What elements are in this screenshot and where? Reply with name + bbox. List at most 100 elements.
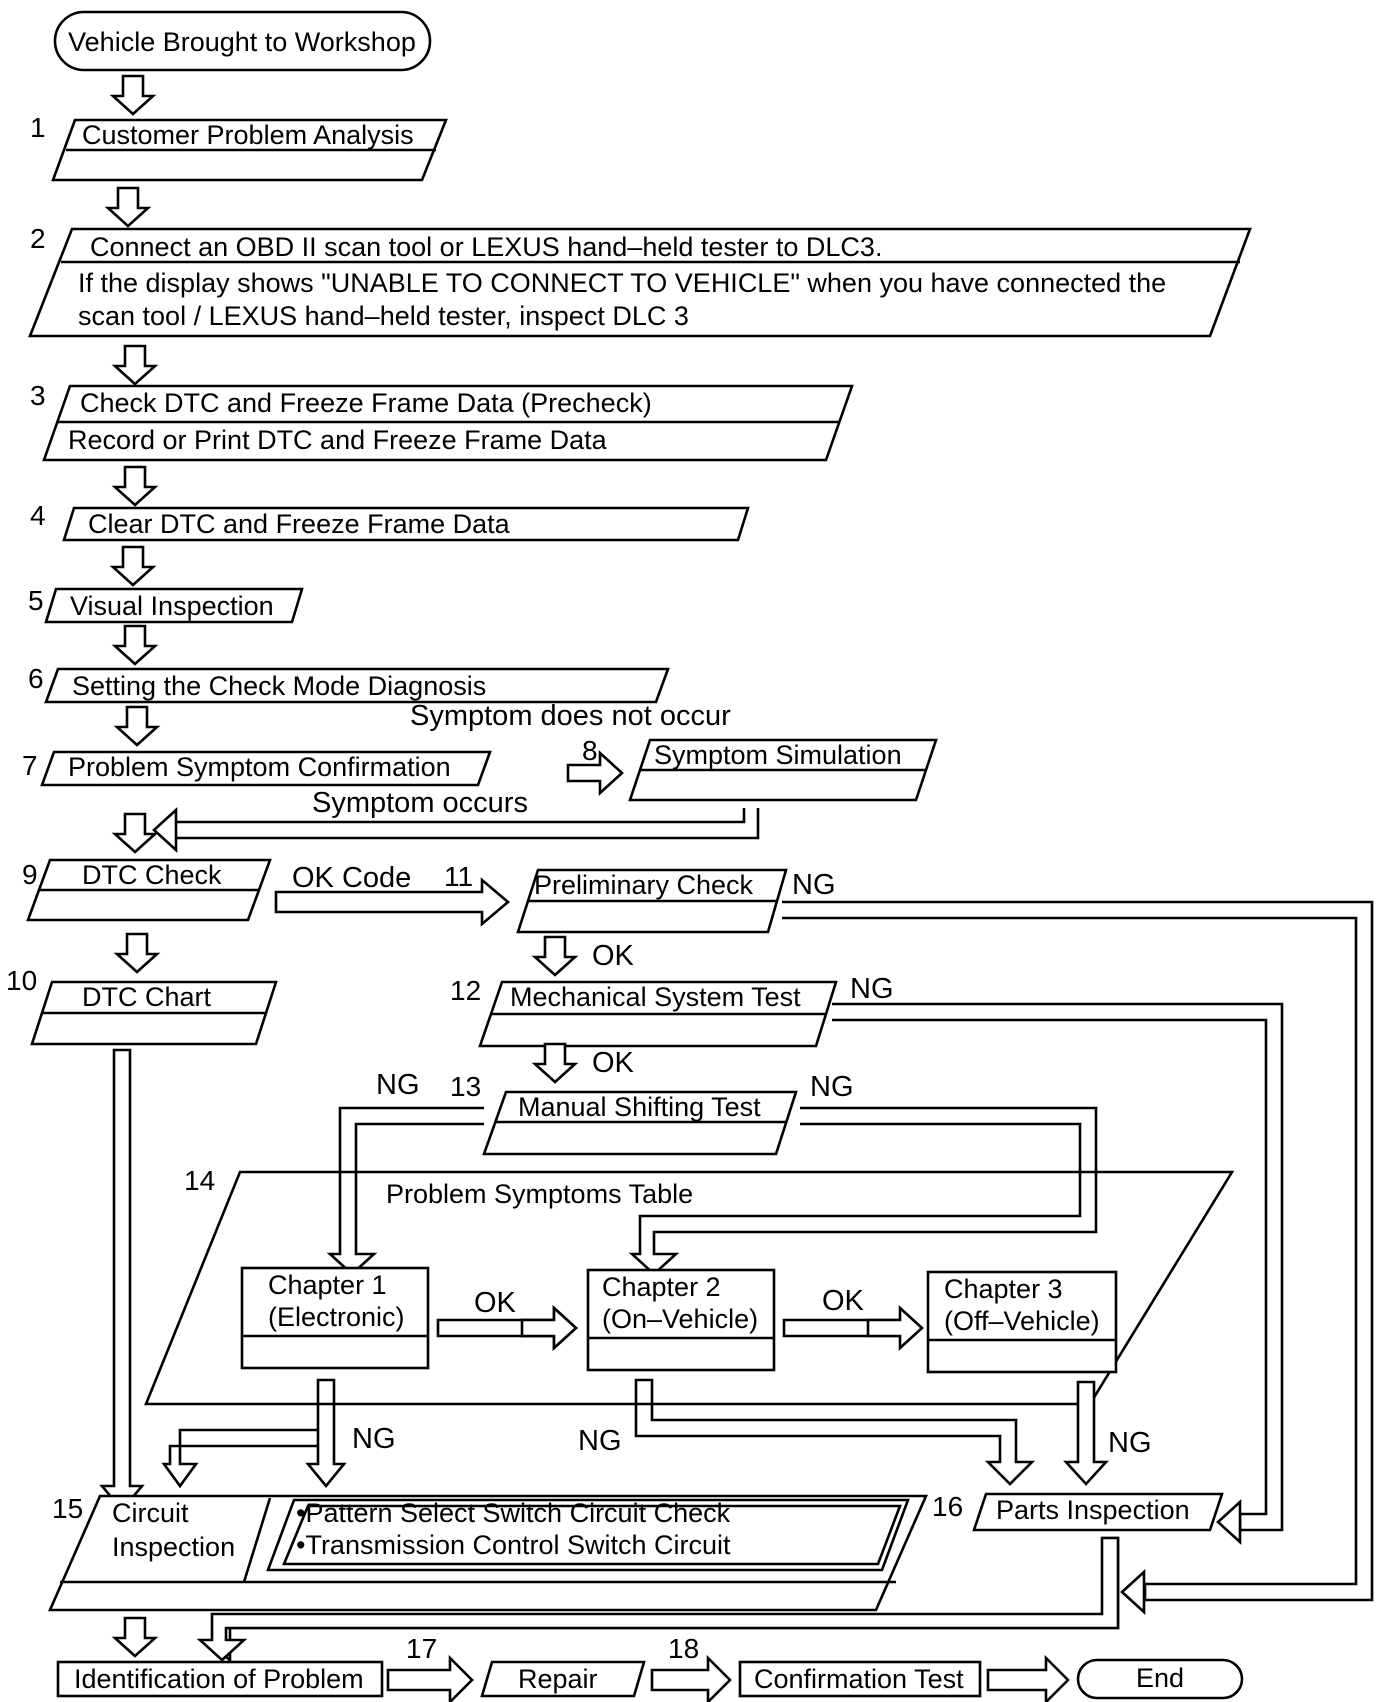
step-17-number: 17 [406,1633,437,1664]
step-11-label: Preliminary Check [534,870,754,900]
arrow-15-identification [113,1616,157,1658]
arrow-7-9 [113,812,157,854]
step-4-clear-dtc: 4 Clear DTC and Freeze Frame Data [30,500,750,542]
step-2-connect-tester: 2 Connect an OBD II scan tool or LEXUS h… [28,223,1252,338]
step-7-problem-symptom-confirmation: 7 Problem Symptom Confirmation [22,750,492,787]
arrow-repair-confirmation [650,1654,732,1702]
arrow-8-return-head [152,808,178,852]
step-1-label: Customer Problem Analysis [82,120,414,150]
step-3-check-dtc: 3 Check DTC and Freeze Frame Data (Prech… [30,380,854,462]
arrow-16-identification [196,1536,1120,1662]
chapter-1-electronic: Chapter 1 (Electronic) [240,1266,430,1370]
step-15-item1: •Pattern Select Switch Circuit Check [296,1498,731,1528]
ch1-ok-label: OK [474,1287,517,1319]
arrow-ch2-ch3 [866,1306,924,1350]
identification-of-problem: Identification of Problem [56,1660,384,1698]
step-10-number: 10 [6,965,37,996]
step-12-label: Mechanical System Test [510,982,801,1012]
arrow-3-4 [113,465,157,507]
step-12-ng-label: NG [850,973,894,1005]
end-label: End [1136,1663,1184,1693]
step-5-label: Visual Inspection [70,591,274,621]
step-6-check-mode: 6 Setting the Check Mode Diagnosis [28,663,670,704]
end-terminal: End [1076,1658,1244,1700]
chapter-3-line2: (Off–Vehicle) [944,1306,1100,1336]
step-2-number: 2 [30,223,46,254]
step-9-dtc-check: 9 DTC Check [22,858,272,922]
chapter-1-line1: Chapter 1 [268,1270,387,1300]
step-2-line1: Connect an OBD II scan tool or LEXUS han… [90,232,882,262]
chapter-2-on-vehicle: Chapter 2 (On–Vehicle) [586,1268,776,1372]
step-12-ok-label: OK [592,1047,635,1079]
route-11-ng-head [1120,1570,1146,1614]
step-2-line3: scan tool / LEXUS hand–held tester, insp… [78,301,689,331]
ch2-ng-label: NG [578,1425,622,1457]
step-12-number: 12 [450,975,481,1006]
step-11-number: 11 [444,861,473,892]
step-8-label: Symptom Simulation [654,740,902,770]
step-2-line2: If the display shows "UNABLE TO CONNECT … [78,268,1166,298]
route-ch1-ng-left [161,1428,318,1489]
chapter-1-line2: (Electronic) [268,1302,405,1332]
ch3-ng-label: NG [1108,1427,1152,1459]
chapter-2-line2: (On–Vehicle) [602,1304,758,1334]
step-5-visual-inspection: 5 Visual Inspection [28,585,304,624]
chapter-2-line1: Chapter 2 [602,1272,721,1302]
arrow-2-3 [113,344,157,386]
arrow-6-7 [115,705,159,747]
step-1-customer-problem-analysis: 1 Customer Problem Analysis [30,112,448,182]
step-15-circuit-inspection: 15 Circuit Inspection •Pattern Select Sw… [48,1493,928,1612]
step-15-item2: •Transmission Control Switch Circuit [296,1530,731,1560]
step-8-symptom-simulation: 8 Symptom Simulation [582,735,938,802]
step-16-parts-inspection: 16 Parts Inspection [932,1491,1224,1532]
step-13-ng-left-label: NG [376,1069,420,1101]
step-4-number: 4 [30,500,46,531]
branch-symptom-occurs: Symptom occurs [312,787,528,819]
start-label: Vehicle Brought to Workshop [68,27,416,57]
step-15-line1: Circuit [112,1498,189,1528]
branch-symptom-does-not-occur: Symptom does not occur [410,700,731,732]
ch2-ok-label: OK [822,1285,865,1317]
chapter-3-off-vehicle: Chapter 3 (Off–Vehicle) [926,1270,1118,1374]
step-13-ng-right-label: NG [810,1071,854,1103]
step-5-number: 5 [28,585,44,616]
route-12-ng-head [1216,1500,1242,1544]
arrow-12-13 [533,1042,577,1084]
step-7-number: 7 [22,750,38,781]
step-14-problem-symptoms-table: 14 Problem Symptoms Table Chapter 1 (Ele… [144,1165,1235,1406]
repair-label: Repair [518,1664,598,1694]
step-15-number: 15 [52,1493,83,1524]
route-12-ng-to-16 [832,1002,1284,1532]
step-1-number: 1 [30,112,46,143]
step-7-label: Problem Symptom Confirmation [68,752,451,782]
arrow-11-12 [533,935,577,977]
arrow-9-11 [274,877,511,927]
route-ch3-ng-to-16 [1063,1380,1109,1486]
arrow-5-6 [113,624,157,666]
step-14-title: Problem Symptoms Table [386,1179,693,1209]
chapter-3-line1: Chapter 3 [944,1274,1063,1304]
step-11-ok-label: OK [592,940,635,972]
branch-ok-code: OK Code [292,862,411,894]
arrow-4-5 [111,545,155,587]
step-13-manual-shifting-test: 13 Manual Shifting Test [450,1071,798,1156]
step-16-number: 16 [932,1491,963,1522]
route-ch2-ng-to-16 [634,1378,1036,1486]
step-8-number: 8 [582,735,598,766]
arrow-start-1 [111,74,155,116]
step-4-label: Clear DTC and Freeze Frame Data [88,509,511,539]
identification-label: Identification of Problem [74,1664,364,1694]
arrow-confirmation-end [986,1654,1070,1702]
step-6-label: Setting the Check Mode Diagnosis [72,671,486,701]
step-18-number: 18 [668,1633,699,1664]
step-12-mechanical-system-test: 12 Mechanical System Test [450,975,838,1048]
step-6-number: 6 [28,663,44,694]
step-17-repair: Repair [480,1660,646,1698]
step-13-label: Manual Shifting Test [518,1092,761,1122]
step-10-dtc-chart: 10 DTC Chart [6,965,278,1046]
arrow-10-15 [99,1048,145,1513]
step-15-line2: Inspection [112,1532,235,1562]
step-14-number: 14 [184,1165,215,1196]
step-10-label: DTC Chart [82,982,212,1012]
